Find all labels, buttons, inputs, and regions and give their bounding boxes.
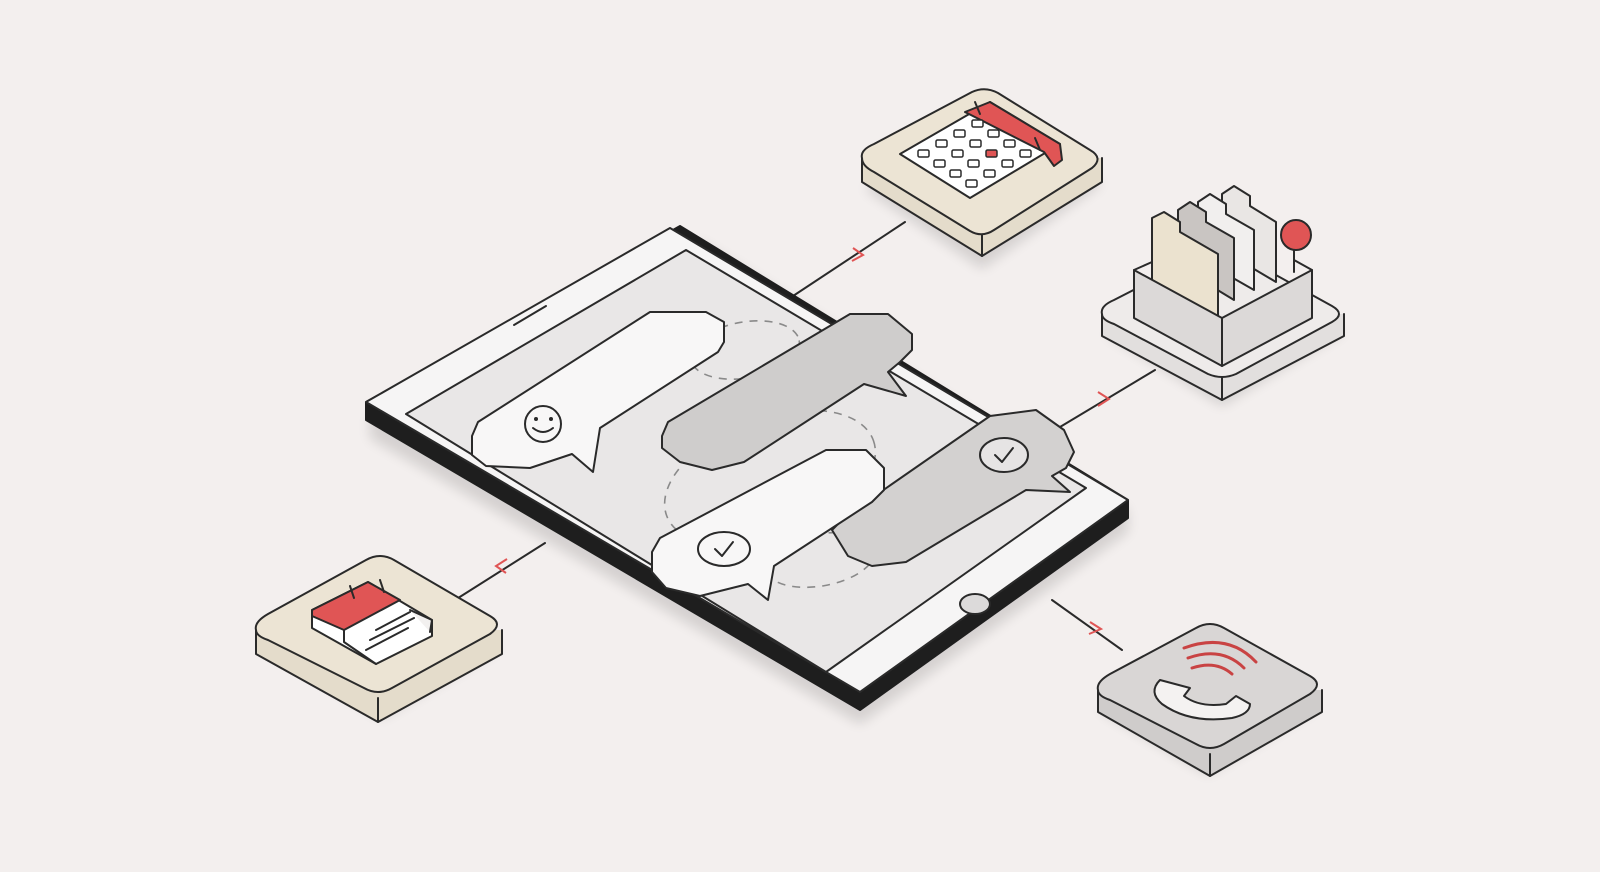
- connector-to-file-organizer: [1049, 369, 1156, 434]
- notification-dot: [1280, 219, 1312, 251]
- check-icon: [979, 437, 1029, 473]
- calendar-notes-icon: [311, 579, 433, 665]
- file-organizer-tile[interactable]: [1100, 185, 1345, 406]
- phone-call-icon: [1153, 641, 1258, 721]
- highlighted-date: [985, 149, 998, 158]
- arrow-right-icon: [1097, 391, 1111, 407]
- calendar-grid-tile[interactable]: [860, 88, 1103, 269]
- arrow-right-icon: [1088, 621, 1104, 635]
- arrow-right-icon: [851, 247, 865, 262]
- arrow-left-icon: [494, 558, 508, 574]
- phone-call-tile[interactable]: [1096, 623, 1323, 777]
- message-bubble-smile[interactable]: [471, 311, 725, 473]
- message-bubble-check-grey[interactable]: [831, 409, 1075, 567]
- check-icon: [697, 531, 751, 567]
- folder-box-icon: [1133, 185, 1313, 367]
- calendar-grid-icon: [899, 101, 1063, 199]
- message-bubble-check-white[interactable]: [651, 449, 885, 601]
- speaker-slot: [513, 305, 547, 326]
- connectors: [454, 221, 1156, 651]
- home-button: [959, 593, 991, 615]
- connector-to-calendar-grid: [789, 221, 906, 299]
- smile-icon: [524, 405, 562, 443]
- message-bubble-grey[interactable]: [661, 313, 913, 471]
- chat-bubbles: [471, 311, 1075, 601]
- connector-to-phone-call: [1051, 599, 1123, 651]
- connector-to-calendar-notes: [454, 542, 546, 601]
- calendar-notes-tile[interactable]: [254, 555, 503, 723]
